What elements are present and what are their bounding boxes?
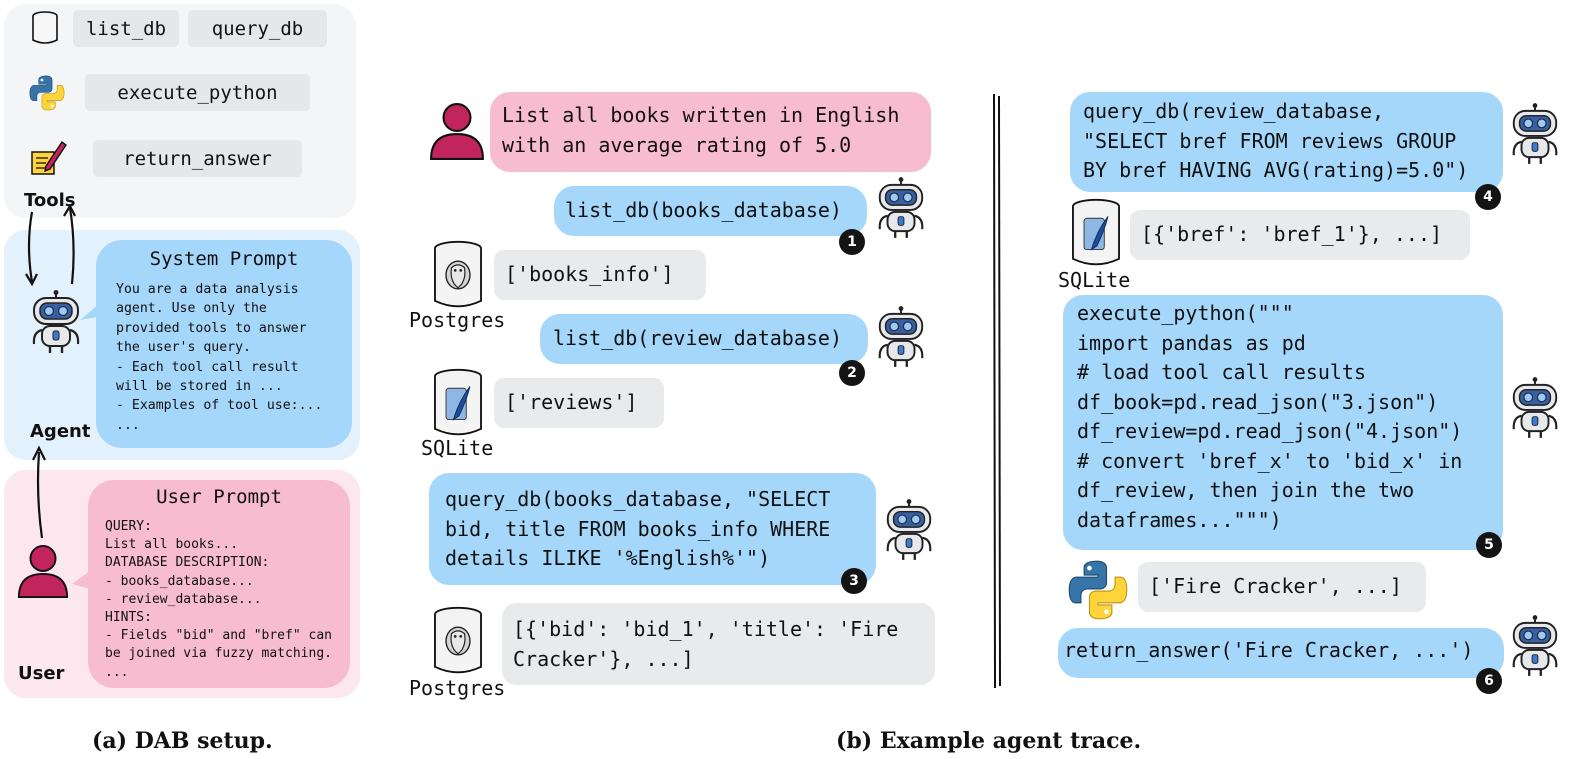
sqlite-label: SQLite — [421, 436, 494, 460]
call-2-text: list_db(review_database) — [553, 326, 842, 350]
call-5-bubble: execute_python(""" import pandas as pd #… — [1063, 295, 1503, 550]
robot-icon — [1508, 102, 1562, 166]
tool-list-db: list_db — [73, 10, 179, 47]
answer-pencil-icon — [31, 140, 67, 175]
robot-icon — [874, 305, 928, 369]
user-label: User — [18, 663, 65, 684]
user-agent-arrow — [32, 445, 46, 539]
system-prompt-bubble: System Prompt You are a data analysis ag… — [96, 240, 352, 448]
user-person-icon — [16, 542, 70, 602]
step-3-badge: 3 — [841, 568, 867, 594]
python-icon — [1066, 558, 1130, 622]
system-prompt-body: You are a data analysis agent. Use only … — [116, 282, 323, 433]
system-prompt-title: System Prompt — [149, 248, 299, 270]
tool-query-db: query_db — [188, 10, 327, 47]
call-4-bubble: query_db(review_database, "SELECT bref F… — [1070, 92, 1503, 192]
robot-icon — [882, 498, 936, 562]
call-6-bubble: return_answer('Fire Cracker, ...') — [1058, 628, 1504, 678]
result-1-text: ['books_info'] — [505, 262, 674, 286]
tools-agent-arrows — [25, 203, 76, 287]
user-person-icon — [428, 100, 486, 164]
step-4-badge: 4 — [1475, 184, 1501, 210]
robot-icon — [1508, 614, 1562, 678]
call-3-text: query_db(books_database, "SELECT bid, ti… — [445, 487, 831, 570]
tools-label: Tools — [24, 190, 76, 211]
call-5-text: execute_python(""" import pandas as pd #… — [1077, 301, 1463, 532]
divider — [993, 93, 1001, 689]
user-prompt-body: QUERY: List all books... DATABASE DESCRI… — [105, 519, 332, 680]
call-1-text: list_db(books_database) — [565, 198, 842, 222]
agent-robot-icon — [28, 290, 84, 354]
caption-b: (b) Example agent trace. — [836, 728, 1142, 754]
result-5-text: ['Fire Cracker', ...] — [1149, 574, 1402, 598]
robot-icon — [1508, 376, 1562, 440]
agent-label: Agent — [30, 421, 91, 442]
result-4-text: [{'bref': 'bref_1'}, ...] — [1141, 222, 1443, 246]
database-icon — [32, 11, 58, 44]
robot-icon — [874, 176, 928, 240]
user-query-bubble: List all books written in English with a… — [490, 92, 931, 172]
result-5-bubble: ['Fire Cracker', ...] — [1138, 562, 1426, 612]
step-2-badge: 2 — [839, 360, 865, 386]
postgres-icon — [430, 606, 486, 676]
postgres-label: Postgres — [409, 676, 506, 700]
python-icon — [28, 74, 66, 112]
result-2-text: ['reviews'] — [505, 390, 638, 414]
call-6-text: return_answer('Fire Cracker, ...') — [1064, 638, 1474, 662]
user-prompt-title: User Prompt — [156, 486, 282, 508]
sqlite-icon — [1068, 198, 1124, 268]
step-5-badge: 5 — [1476, 532, 1502, 558]
result-2-bubble: ['reviews'] — [494, 378, 664, 428]
tool-return-answer: return_answer — [93, 140, 302, 177]
user-prompt-bubble: User Prompt QUERY: List all books... DAT… — [88, 480, 350, 688]
step-6-badge: 6 — [1476, 668, 1502, 694]
postgres-label: Postgres — [409, 308, 506, 332]
sqlite-icon — [430, 368, 486, 438]
call-4-text: query_db(review_database, "SELECT bref F… — [1083, 99, 1469, 182]
postgres-icon — [430, 240, 486, 310]
step-1-badge: 1 — [839, 229, 865, 255]
call-2-bubble: list_db(review_database) — [540, 314, 868, 364]
user-query-text: List all books written in English with a… — [502, 103, 900, 157]
call-1-bubble: list_db(books_database) — [554, 186, 867, 236]
result-3-bubble: [{'bid': 'bid_1', 'title': 'Fire Cracker… — [502, 603, 935, 685]
call-3-bubble: query_db(books_database, "SELECT bid, ti… — [429, 473, 876, 585]
caption-a: (a) DAB setup. — [92, 728, 273, 754]
tool-execute-python: execute_python — [85, 74, 310, 111]
result-1-bubble: ['books_info'] — [494, 250, 706, 300]
sqlite-label: SQLite — [1058, 268, 1131, 292]
result-4-bubble: [{'bref': 'bref_1'}, ...] — [1130, 210, 1470, 260]
result-3-text: [{'bid': 'bid_1', 'title': 'Fire Cracker… — [513, 617, 899, 671]
